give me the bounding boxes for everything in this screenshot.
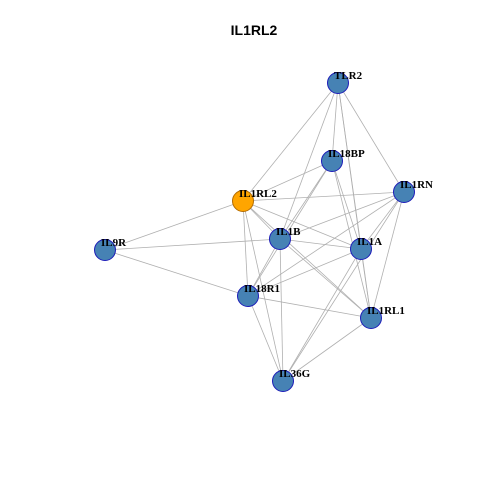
edge-tlr2-il18bp	[331, 82, 339, 162]
edge-il18bp-il1a	[331, 160, 362, 250]
edge-il1a-il18r1	[247, 248, 362, 297]
edge-il1b-il1rl1	[279, 238, 372, 319]
node-label-il1a: IL1A	[357, 236, 382, 248]
node-il9r	[94, 239, 116, 261]
node-label-tlr2: TLR2	[334, 70, 363, 82]
node-il1rn	[393, 181, 415, 203]
edge-il1rl1-il36g	[282, 317, 372, 382]
node-il1a	[350, 238, 372, 260]
edge-il1a-il1rl1	[360, 248, 372, 319]
node-il36g	[272, 370, 294, 392]
node-label-il18r1: IL18R1	[244, 283, 280, 295]
edge-il1b-il1a	[279, 238, 362, 250]
node-label-il18bp: IL18BP	[328, 148, 365, 160]
edge-tlr2-il1rl2	[242, 82, 339, 202]
edge-tlr2-il1rn	[337, 82, 405, 193]
node-label-il1rl2: IL1RL2	[239, 188, 277, 200]
node-il1rl1	[360, 307, 382, 329]
edge-il1rl2-il1rl1	[242, 200, 372, 319]
node-il18r1	[237, 285, 259, 307]
edge-il1rn-il1a	[360, 191, 405, 250]
edge-il9r-il1b	[104, 238, 281, 251]
edge-il18r1-il36g	[247, 295, 284, 382]
edge-il18bp-il1b	[279, 160, 333, 240]
node-tlr2	[327, 72, 349, 94]
node-il1rl2	[232, 190, 254, 212]
edge-il1b-il36g	[279, 238, 284, 382]
node-label-il1rn: IL1RN	[400, 179, 433, 191]
graph-title: IL1RL2	[231, 22, 278, 38]
edge-tlr2-il1b	[279, 82, 339, 240]
edge-il9r-il18r1	[104, 249, 249, 297]
edge-il1rl2-il18r1	[242, 200, 249, 297]
node-layer	[94, 72, 415, 392]
edge-il18bp-il18r1	[247, 160, 333, 297]
edge-il1rn-il1b	[279, 191, 405, 240]
edge-il18r1-il1rl1	[247, 295, 372, 319]
edge-il18bp-il1rl2	[242, 160, 333, 202]
node-label-il9r: IL9R	[101, 237, 127, 249]
edge-il1rn-il36g	[282, 191, 405, 382]
edge-il1rl2-il9r	[104, 200, 244, 251]
edge-il1rn-il1rl2	[242, 191, 405, 202]
edge-il1rl2-il36g	[242, 200, 284, 382]
edge-layer	[104, 82, 405, 382]
node-il18bp	[321, 150, 343, 172]
edge-il1rn-il18r1	[247, 191, 405, 297]
node-label-il1b: IL1B	[276, 226, 301, 238]
edge-il1rl2-il1a	[242, 200, 362, 250]
edge-il1rn-il1rl1	[370, 191, 405, 319]
node-label-il36g: IL36G	[279, 368, 311, 380]
edge-il1a-il36g	[282, 248, 362, 382]
edge-il18bp-il1rl1	[331, 160, 372, 319]
node-il1b	[269, 228, 291, 250]
node-label-il1rl1: IL1RL1	[367, 305, 405, 317]
